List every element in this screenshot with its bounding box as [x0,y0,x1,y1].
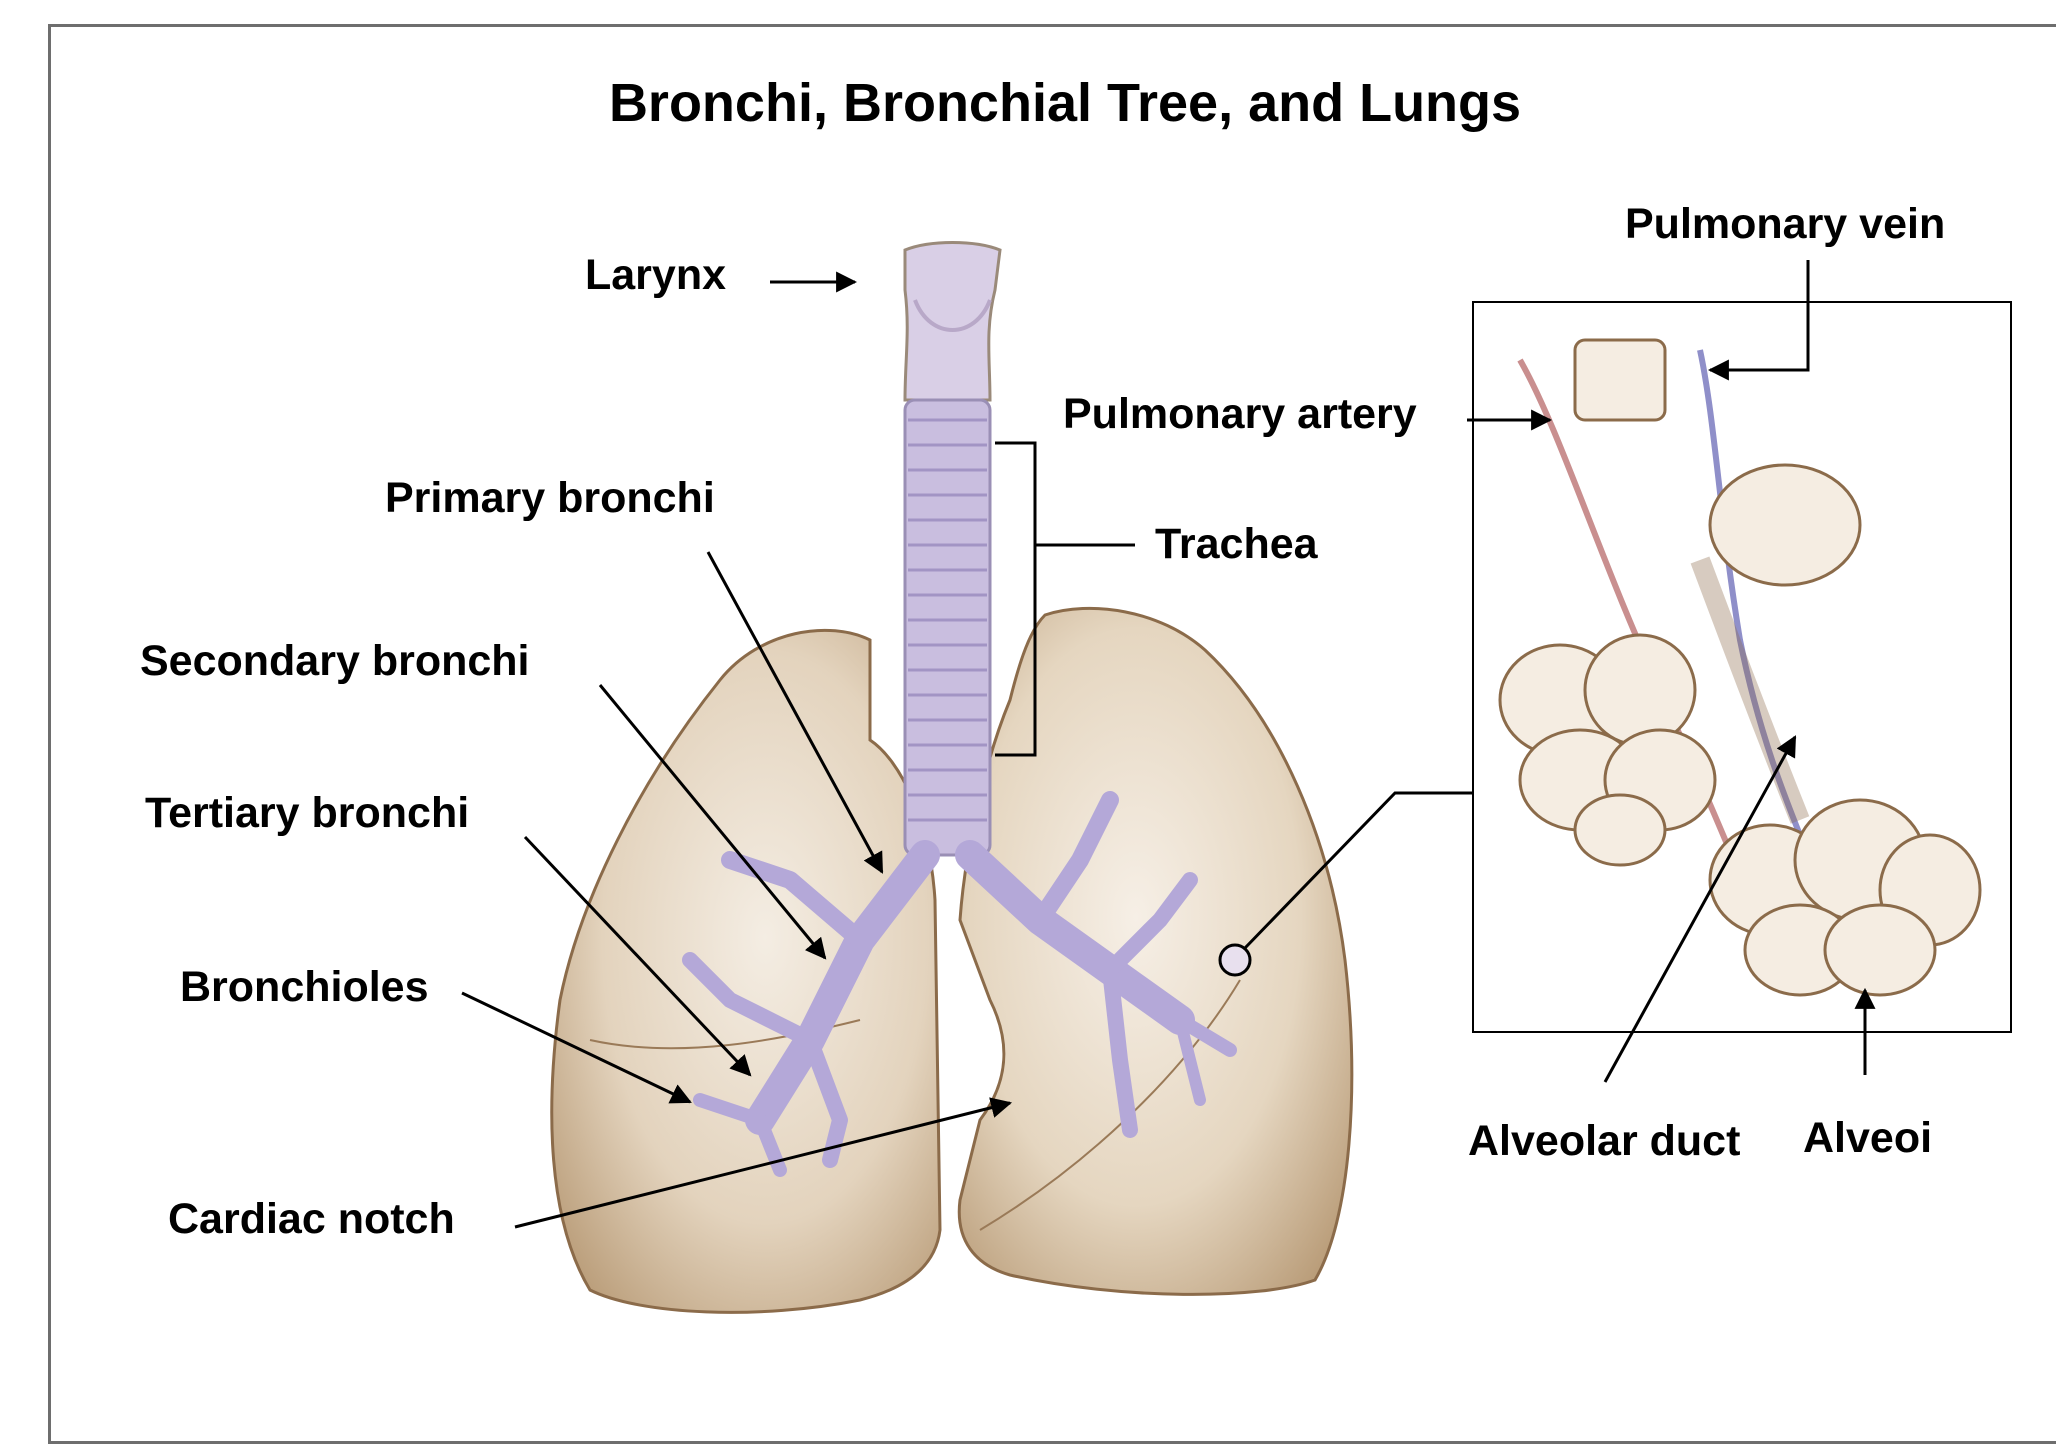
label-tertiary-bronchi: Tertiary bronchi [145,792,469,835]
label-pulmonary-artery: Pulmonary artery [1063,393,1417,436]
pulmonary-vein-arrow [1710,260,1808,370]
label-trachea: Trachea [1155,523,1318,566]
trachea-shape [905,400,990,855]
label-alveoli: Alveoi [1803,1117,1932,1160]
larynx-shape [905,243,1000,401]
label-cardiac-notch: Cardiac notch [168,1198,455,1241]
page-title: Bronchi, Bronchial Tree, and Lungs [0,72,2056,134]
label-primary-bronchi: Primary bronchi [385,477,715,520]
left-lung [552,630,940,1312]
zoom-origin-circle [1220,945,1250,975]
label-bronchioles: Bronchioles [180,966,429,1009]
label-secondary-bronchi: Secondary bronchi [140,640,529,683]
right-lung [959,608,1352,1294]
label-alveolar-duct: Alveolar duct [1468,1120,1740,1163]
label-pulmonary-vein: Pulmonary vein [1625,203,1945,246]
label-larynx: Larynx [585,254,726,297]
